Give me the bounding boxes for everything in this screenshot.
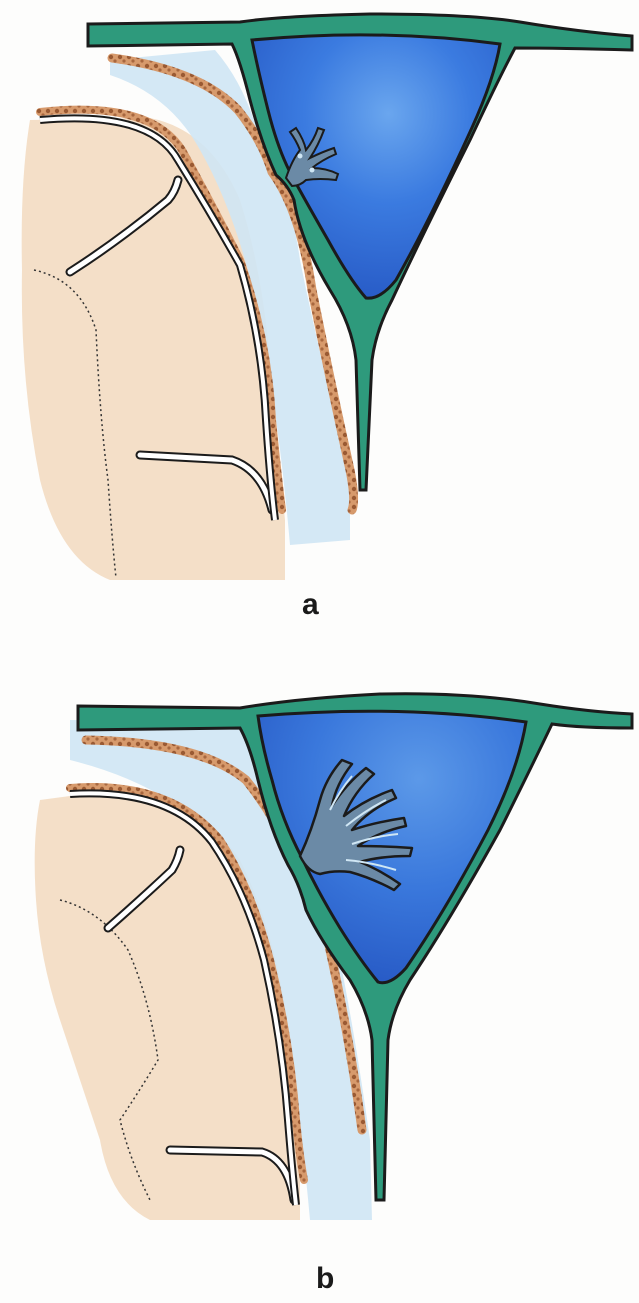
panel-b-illustration <box>0 660 639 1260</box>
panel-label-a: a <box>302 590 319 620</box>
panel-label-b: b <box>316 1264 334 1294</box>
panel-a-illustration <box>0 0 639 620</box>
